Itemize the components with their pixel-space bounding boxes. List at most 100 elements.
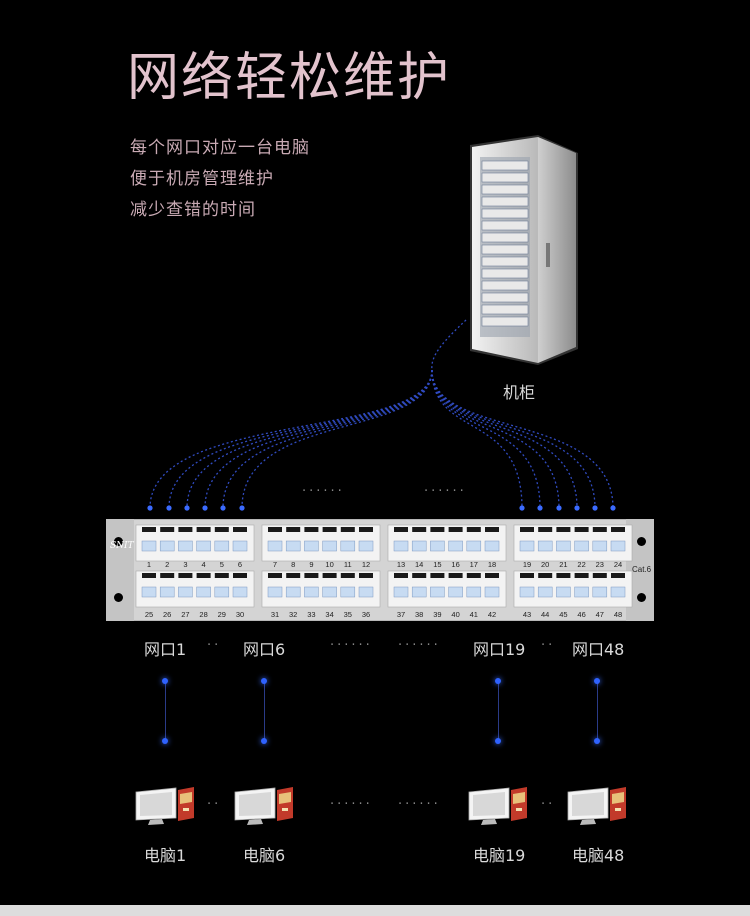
pc-ellipsis-1: ·· bbox=[207, 797, 222, 812]
rj45-port bbox=[556, 586, 571, 598]
cable-line bbox=[168, 369, 433, 509]
pc-label-19: 电脑19 bbox=[473, 846, 526, 865]
subtitle-line-3: 减少查错的时间 bbox=[130, 200, 256, 220]
rack-unit bbox=[481, 208, 529, 219]
port-label-slot bbox=[340, 573, 355, 578]
port-number: 32 bbox=[289, 610, 297, 619]
port-number: 20 bbox=[541, 560, 549, 569]
rj45-port bbox=[411, 540, 427, 552]
rj45-port bbox=[484, 540, 500, 552]
port-number: 41 bbox=[470, 610, 478, 619]
port-number: 12 bbox=[362, 560, 370, 569]
port-number: 37 bbox=[397, 610, 405, 619]
port-label-slot bbox=[233, 573, 247, 578]
port-number: 25 bbox=[145, 610, 153, 619]
port-number: 46 bbox=[577, 610, 585, 619]
port-label-slot bbox=[196, 573, 211, 578]
port-number: 30 bbox=[236, 610, 244, 619]
cable-line bbox=[149, 369, 433, 509]
port-label-slot bbox=[556, 527, 571, 532]
panel-brand-text: SNIT bbox=[110, 541, 135, 551]
connector-dot-19-bottom bbox=[495, 738, 501, 744]
rj45-port bbox=[232, 586, 248, 598]
port-label-slot bbox=[430, 573, 445, 578]
rj45-port bbox=[141, 540, 157, 552]
port-label-slot bbox=[304, 573, 319, 578]
port-label-slot bbox=[448, 573, 463, 578]
port-label-slot bbox=[160, 527, 175, 532]
port-number: 9 bbox=[309, 560, 313, 569]
port-label-slot bbox=[322, 527, 337, 532]
rj45-port bbox=[214, 540, 230, 552]
port-label-slot bbox=[304, 527, 319, 532]
rack-unit bbox=[481, 220, 529, 231]
port-label-slot bbox=[196, 527, 211, 532]
computer-icon bbox=[468, 786, 528, 826]
rj45-port bbox=[304, 540, 319, 552]
connector-dot-19-top bbox=[495, 678, 501, 684]
cable-endpoint bbox=[184, 505, 190, 511]
port-number: 45 bbox=[559, 610, 567, 619]
port-label-slot bbox=[142, 527, 156, 532]
port-number: 42 bbox=[488, 610, 496, 619]
port-number: 28 bbox=[199, 610, 207, 619]
panel-category-text: Cat.6 bbox=[632, 565, 652, 574]
port-number: 22 bbox=[577, 560, 585, 569]
connector-line-19 bbox=[498, 681, 499, 741]
rj45-port bbox=[340, 586, 356, 598]
rack-unit bbox=[481, 280, 529, 291]
port-label-slot bbox=[268, 527, 282, 532]
connector-dot-1-bottom bbox=[162, 738, 168, 744]
rj45-port bbox=[358, 586, 374, 598]
port-ellipsis-2: ·· bbox=[541, 638, 556, 653]
port-label-slot bbox=[611, 573, 625, 578]
rack-unit bbox=[481, 172, 529, 183]
port-number: 17 bbox=[470, 560, 478, 569]
port-label-slot bbox=[178, 527, 193, 532]
port-label-slot bbox=[359, 573, 373, 578]
connector-dot-6-bottom bbox=[261, 738, 267, 744]
rj45-port bbox=[592, 540, 608, 552]
port-number: 33 bbox=[307, 610, 315, 619]
rj45-port bbox=[466, 586, 482, 598]
port-number: 39 bbox=[433, 610, 441, 619]
rj45-port bbox=[592, 586, 608, 598]
rj45-port bbox=[610, 586, 626, 598]
port-label-19: 网口19 bbox=[473, 640, 526, 659]
computer-icon bbox=[567, 786, 627, 826]
port-number: 43 bbox=[523, 610, 531, 619]
subtitle-line-2: 便于机房管理维护 bbox=[130, 169, 274, 189]
port-label-slot bbox=[485, 527, 499, 532]
cable-endpoint bbox=[519, 505, 525, 511]
cable-endpoint bbox=[239, 505, 245, 511]
port-number: 16 bbox=[451, 560, 459, 569]
port-label-slot bbox=[520, 573, 534, 578]
rj45-port bbox=[159, 586, 175, 598]
port-label-slot bbox=[142, 573, 156, 578]
computer-icon bbox=[135, 786, 195, 826]
cable-endpoint bbox=[556, 505, 562, 511]
cable-endpoint bbox=[592, 505, 598, 511]
port-number: 48 bbox=[614, 610, 622, 619]
rj45-port bbox=[196, 586, 211, 598]
cable-line bbox=[186, 369, 433, 509]
rj45-port bbox=[519, 540, 535, 552]
port-label-slot bbox=[359, 527, 373, 532]
subtitle-line-1: 每个网口对应一台电脑 bbox=[130, 138, 310, 158]
rj45-port bbox=[448, 586, 463, 598]
port-number: 7 bbox=[273, 560, 277, 569]
port-label-slot bbox=[466, 527, 481, 532]
connector-line-48 bbox=[597, 681, 598, 741]
cable-endpoint bbox=[610, 505, 616, 511]
rack-unit bbox=[481, 244, 529, 255]
server-cabinet-icon bbox=[470, 135, 578, 365]
rack-unit bbox=[481, 316, 529, 327]
port-number: 26 bbox=[163, 610, 171, 619]
port-label-slot bbox=[412, 527, 427, 532]
port-label-slot bbox=[268, 573, 282, 578]
port-label-slot bbox=[286, 573, 301, 578]
pc-ellipsis-mid-2: ······ bbox=[398, 797, 441, 812]
cable-endpoint bbox=[166, 505, 172, 511]
rj45-port bbox=[322, 586, 337, 598]
port-label-slot bbox=[592, 573, 607, 578]
